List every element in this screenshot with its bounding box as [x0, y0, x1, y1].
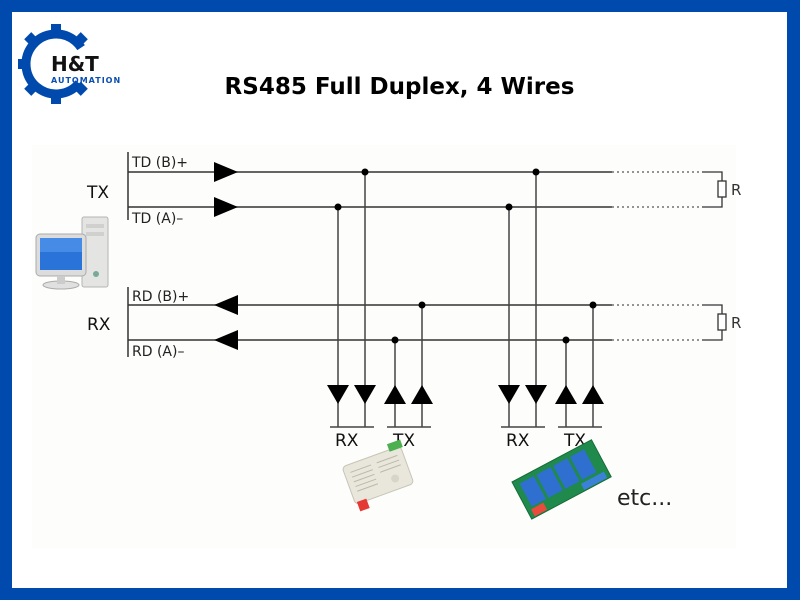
junction-dot: [418, 301, 426, 309]
relay-board-icon: [511, 439, 612, 520]
resistor-icon: [717, 180, 727, 198]
driver-triangle: [214, 162, 238, 182]
computer-icon: [35, 216, 109, 290]
junction-dot: [505, 203, 513, 211]
line-label-td-a: TD (A)–: [131, 211, 183, 227]
line-label-td-b: TD (B)+: [131, 155, 188, 171]
tx-label: TX: [86, 183, 109, 203]
logo-brand: H&T: [51, 52, 99, 76]
etc-label: etc...: [617, 486, 673, 511]
junction-dot: [361, 168, 369, 176]
page-title: RS485 Full Duplex, 4 Wires: [224, 74, 575, 100]
sensor-module-icon: [342, 439, 414, 512]
terminator-label: R: [731, 314, 741, 332]
node-driver-triangle: [555, 385, 577, 404]
node-rx-label: RX: [335, 431, 359, 451]
line-label-rd-b: RD (B)+: [132, 289, 189, 305]
junction-dot: [589, 301, 597, 309]
node-receiver-triangle: [525, 385, 547, 404]
receiver-triangle: [214, 295, 238, 315]
line-label-rd-a: RD (A)–: [132, 344, 184, 360]
rs485-wiring-diagram: R R TD (B)+ TD (A)– RD (B)+ RD (A)– TX R…: [35, 152, 741, 520]
node-receiver-triangle: [354, 385, 376, 404]
node-driver-triangle: [384, 385, 406, 404]
node-driver-triangle: [582, 385, 604, 404]
node-receiver-triangle: [498, 385, 520, 404]
resistor-icon: [717, 313, 727, 331]
logo-subtitle: AUTOMATION: [51, 76, 122, 85]
node-driver-triangle: [411, 385, 433, 404]
junction-dot: [334, 203, 342, 211]
junction-dot: [562, 336, 570, 344]
driver-triangle: [214, 197, 238, 217]
rx-label: RX: [87, 315, 111, 335]
junction-dot: [532, 168, 540, 176]
node-receiver-triangle: [327, 385, 349, 404]
junction-dot: [391, 336, 399, 344]
gear-icon: [16, 24, 91, 104]
node-rx-label: RX: [506, 431, 530, 451]
slide-frame: H&T AUTOMATION RS485 Full Duplex, 4 Wire…: [12, 12, 787, 588]
terminator-label: R: [731, 181, 741, 199]
company-logo: H&T AUTOMATION: [16, 20, 138, 110]
receiver-triangle: [214, 330, 238, 350]
